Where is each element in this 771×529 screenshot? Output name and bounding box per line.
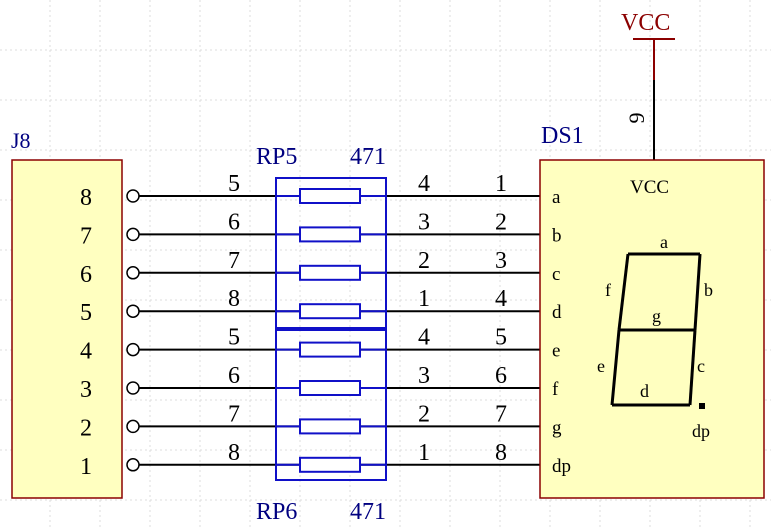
j8-pin-7: 7 xyxy=(80,223,92,249)
segment-b xyxy=(693,253,702,331)
j8-terminal xyxy=(126,266,140,280)
rp5-resistor xyxy=(299,188,361,204)
vcc-pin-number: 9 xyxy=(624,113,649,124)
rp6-left-pin: 8 xyxy=(228,440,240,466)
j8-terminal xyxy=(126,189,140,203)
j8-pin-6: 6 xyxy=(80,262,92,288)
segment-c-label: c xyxy=(697,356,705,376)
resistor-elements xyxy=(276,188,386,473)
rp5-right-pin: 1 xyxy=(418,286,430,312)
segment-e xyxy=(610,329,621,406)
j8-pin-4: 4 xyxy=(80,339,92,365)
segment-e-label: e xyxy=(597,356,605,376)
j8-body xyxy=(11,159,123,499)
rp6-right-pin: 1 xyxy=(418,440,430,466)
ds1-pin-name-d: d xyxy=(552,302,562,323)
ds1-pin-name-b: b xyxy=(552,225,562,246)
ds1-pin-name-a: a xyxy=(552,187,561,208)
rp5-left-pin: 6 xyxy=(228,209,240,235)
ds1-pin-name-f: f xyxy=(552,379,559,400)
resistor-pin-numbers: 5 4 6 3 7 2 8 1 5 4 6 3 7 2 8 1 xyxy=(228,171,430,466)
j8-terminal xyxy=(126,304,140,318)
segment-a-label: a xyxy=(660,232,668,252)
rp6-left-pin: 7 xyxy=(228,401,240,427)
ds1-pin-number: 8 xyxy=(495,440,507,466)
ds1-pin-labels: 1 a 2 b 3 c 4 d 5 e 6 f 7 g 8 dp xyxy=(495,171,571,477)
rp5-right-pin: 3 xyxy=(418,209,430,235)
rp6-value: 471 xyxy=(350,499,386,525)
rp6-resistor xyxy=(299,418,361,435)
segment-d-label: d xyxy=(640,381,649,401)
j8-terminal xyxy=(126,381,140,395)
j8-label: J8 xyxy=(11,128,31,153)
j8-pin-3: 3 xyxy=(80,377,92,403)
segment-f-label: f xyxy=(605,280,611,300)
ds1-vcc-label: VCC xyxy=(630,177,669,198)
rp6-resistor xyxy=(299,380,361,396)
rp6-label: RP6 xyxy=(256,499,297,525)
rp6-resistor xyxy=(299,341,361,358)
rp6-resistor xyxy=(299,456,361,473)
rp5-right-pin: 4 xyxy=(418,171,430,197)
seven-segment-digit xyxy=(610,252,702,407)
j8-terminal xyxy=(126,227,140,242)
rp6-body xyxy=(275,329,387,481)
ds1-pin-name-dp: dp xyxy=(552,456,571,477)
rp5-left-pin: 5 xyxy=(228,171,240,197)
ds1-pin-name-e: e xyxy=(552,341,560,362)
segment-g-label: g xyxy=(652,306,661,326)
rp5-body xyxy=(275,177,387,329)
j8-connector: J8 8 7 6 5 4 3 2 1 xyxy=(11,128,123,499)
resistor-packs: RP5 471 RP6 471 5 4 6 3 7 2 8 1 5 4 6 3 7 2 8 1 xyxy=(228,144,430,525)
rp5-left-pin: 8 xyxy=(228,286,240,312)
ds1-pin-number: 1 xyxy=(495,171,507,197)
rp6-left-pin: 6 xyxy=(228,363,240,389)
rp5-resistor xyxy=(299,303,361,320)
j8-terminal xyxy=(126,419,140,434)
ds1-pin-number: 6 xyxy=(495,363,507,389)
rp5-right-pin: 2 xyxy=(418,248,430,274)
rp5-left-pin: 7 xyxy=(228,248,240,274)
j8-pin-2: 2 xyxy=(80,415,92,441)
segment-b-label: b xyxy=(704,280,713,300)
rp6-right-pin: 3 xyxy=(418,363,430,389)
ds1-label: DS1 xyxy=(541,123,584,149)
ds1-pin-number: 5 xyxy=(495,325,507,351)
rp5-value: 471 xyxy=(350,144,386,170)
vcc-label: VCC xyxy=(621,10,670,36)
rp5-label: RP5 xyxy=(256,144,297,170)
ds1-pin-name-c: c xyxy=(552,264,560,285)
ds1-pin-number: 3 xyxy=(495,248,507,274)
ds1-pin-number: 7 xyxy=(495,401,507,427)
j8-pin-8: 8 xyxy=(80,185,92,211)
segment-c xyxy=(688,329,697,406)
j8-terminal xyxy=(126,342,140,357)
rp6-left-pin: 5 xyxy=(228,325,240,351)
vcc-power-symbol: VCC 9 xyxy=(621,10,675,160)
ds1-pin-number: 2 xyxy=(495,209,507,235)
segment-f xyxy=(617,253,630,331)
rp6-right-pin: 2 xyxy=(418,401,430,427)
rp5-resistor xyxy=(299,226,361,243)
rp5-resistor xyxy=(299,264,361,281)
j8-pin-1: 1 xyxy=(80,454,92,480)
ds1-pin-number: 4 xyxy=(495,286,507,312)
j8-pin-labels: 8 7 6 5 4 3 2 1 xyxy=(80,185,92,480)
segment-dp-label: dp xyxy=(692,421,710,441)
ds1-pin-name-g: g xyxy=(552,417,562,438)
j8-terminal xyxy=(126,458,140,472)
rp6-right-pin: 4 xyxy=(418,325,430,351)
j8-pin-5: 5 xyxy=(80,300,92,326)
segment-dp-dot xyxy=(699,403,705,409)
